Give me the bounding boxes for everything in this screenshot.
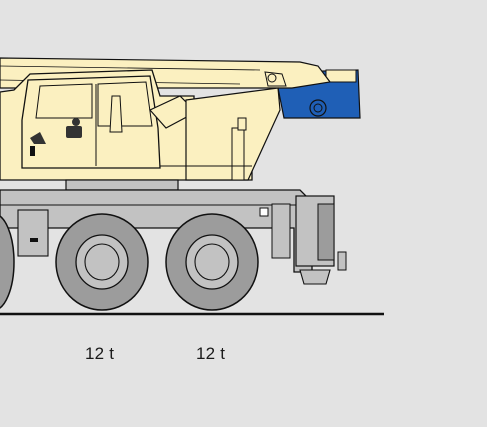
slewing-ring: [65, 179, 179, 191]
wheel-axle-1: [55, 213, 149, 311]
superstructure: [0, 69, 281, 181]
chassis: [0, 189, 347, 285]
axle-load-label-2: 12 t: [196, 344, 226, 363]
wheel-partial-left: [0, 215, 15, 309]
axle-load-label-1: 12 t: [85, 344, 115, 363]
wheel-axle-2: [165, 213, 259, 311]
